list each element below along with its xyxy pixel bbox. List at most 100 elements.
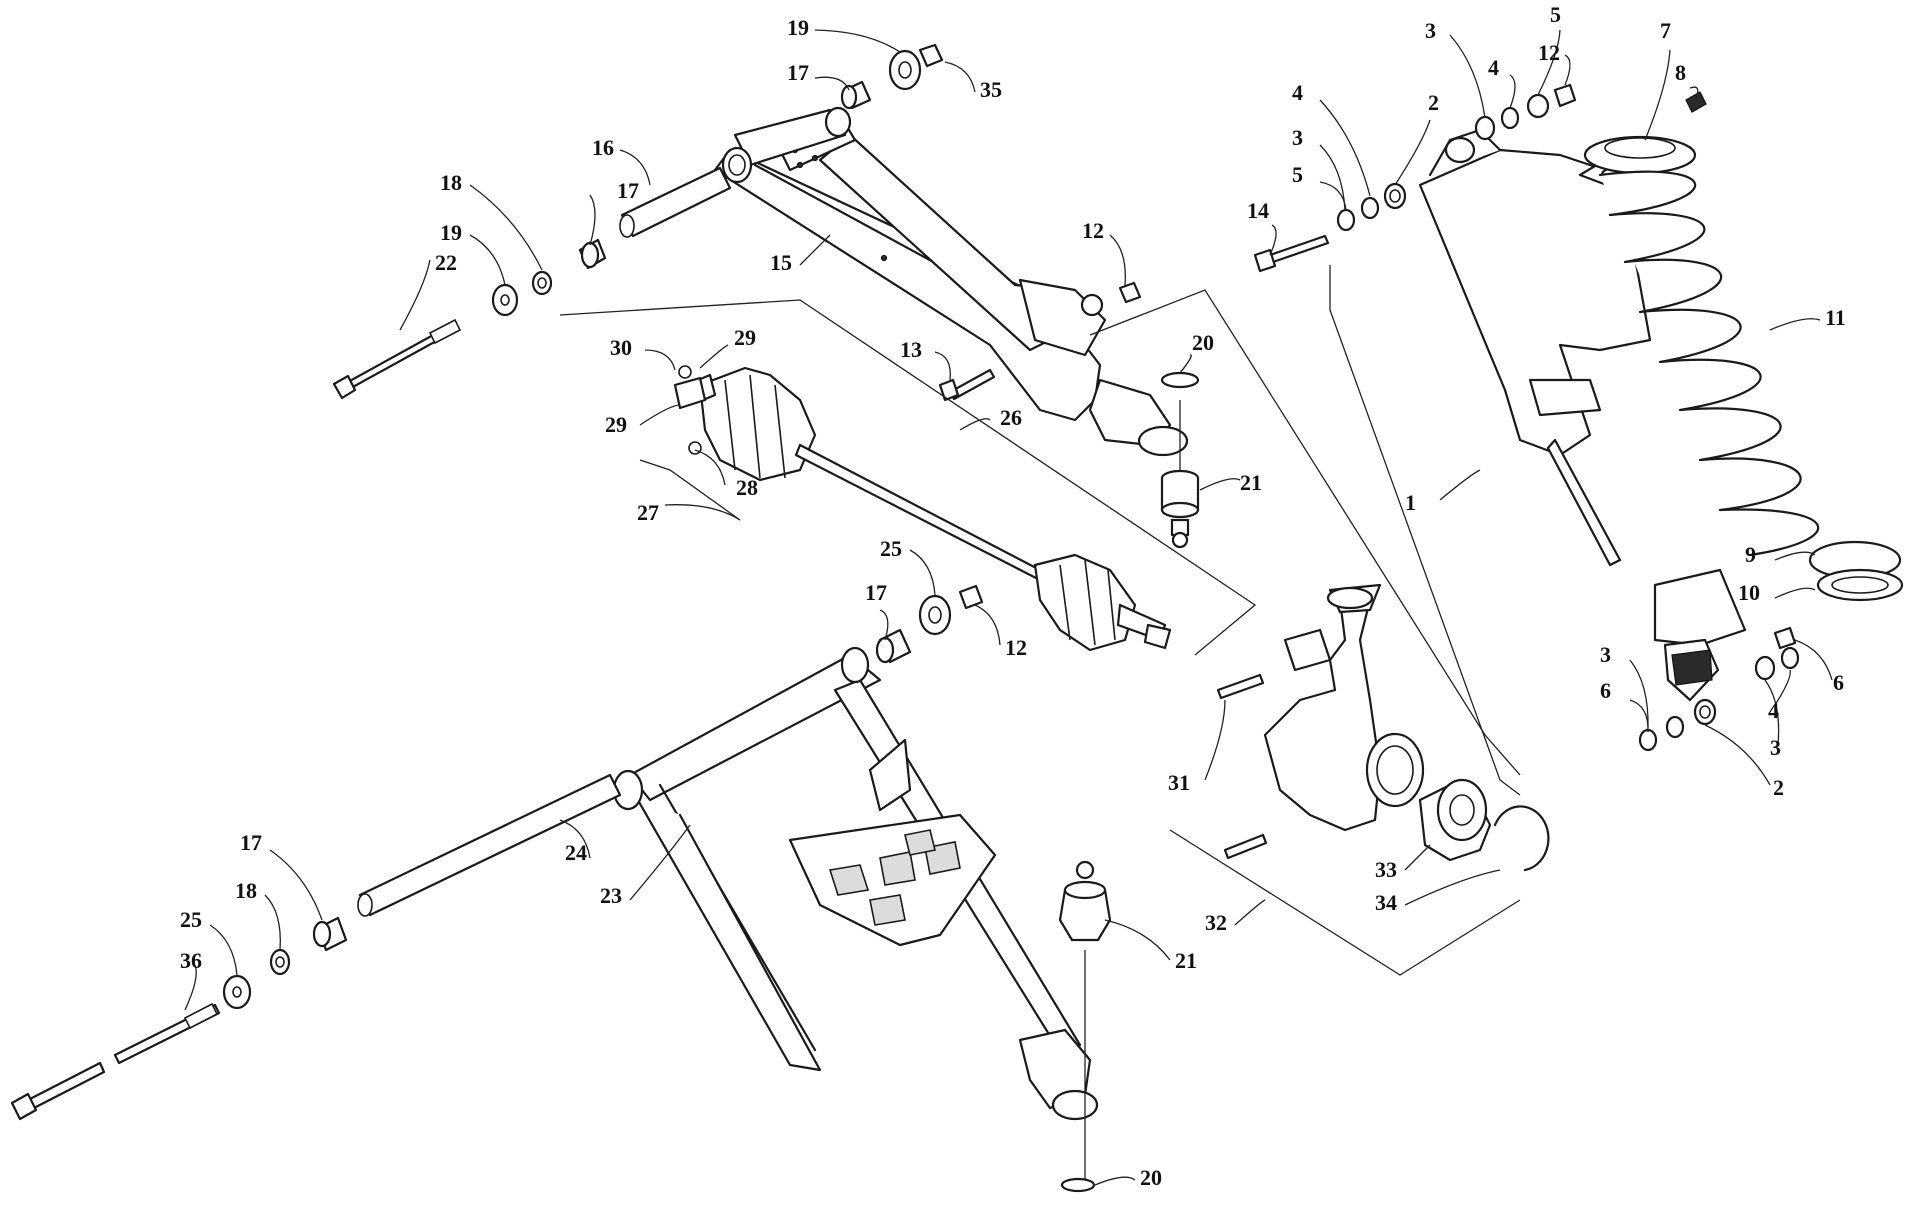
callout-leader-c14	[1269, 224, 1277, 256]
callout-leader-c9	[1774, 551, 1816, 561]
upper-arm-nut	[1118, 281, 1142, 304]
callout-c3c: 3	[1600, 642, 1611, 667]
callout-c17d: 17	[240, 830, 262, 855]
upper-ball-joint	[1160, 469, 1200, 549]
callout-c3a: 3	[1425, 18, 1436, 43]
callout-c17a: 17	[787, 60, 809, 85]
callout-c21a: 21	[1240, 470, 1262, 495]
callout-c10: 10	[1738, 580, 1760, 605]
callout-c27: 27	[637, 500, 659, 525]
upper-front-bushings	[840, 43, 944, 110]
snap-ring	[1493, 805, 1550, 872]
callout-leader-c19b	[469, 234, 506, 286]
lower-pivot-tube	[357, 773, 622, 917]
upper-rear-bushings	[491, 238, 607, 317]
callout-leader-c11	[1769, 318, 1821, 331]
cv-axle	[673, 365, 1172, 652]
callout-c31: 31	[1168, 770, 1190, 795]
callout-leader-c17c	[879, 609, 889, 641]
callout-leader-c21b	[1104, 919, 1171, 961]
callout-leader-c3a	[1449, 34, 1486, 119]
callout-c26: 26	[1000, 405, 1022, 430]
callout-c14: 14	[1247, 198, 1269, 223]
callout-leader-c12c	[974, 604, 1001, 646]
leader-lines	[559, 265, 1521, 1180]
callout-c34: 34	[1375, 890, 1397, 915]
shock-absorber	[1418, 128, 1747, 702]
upper-a-arm	[713, 106, 1189, 457]
lower-bolt	[10, 1002, 221, 1121]
callout-c13: 13	[900, 337, 922, 362]
callout-leader-c4b	[1319, 99, 1371, 197]
spring-retainer-upper	[1583, 91, 1707, 175]
callout-c18a: 18	[440, 170, 462, 195]
callout-c22: 22	[435, 250, 457, 275]
callout-leader-c23	[629, 824, 691, 901]
spring-retainer-lower	[1808, 540, 1904, 602]
callout-leader-c18a	[469, 184, 543, 271]
callout-c24: 24	[565, 840, 587, 865]
callout-leader-c16	[619, 149, 651, 186]
steering-knuckle	[1263, 583, 1425, 832]
callout-leader-c5b	[1319, 181, 1347, 211]
callout-c2a: 2	[1428, 90, 1439, 115]
callout-leader-c36	[184, 964, 197, 1011]
callout-c7: 7	[1660, 18, 1671, 43]
callout-c12b: 12	[1082, 218, 1104, 243]
callout-leader-c6a	[1629, 699, 1649, 733]
callout-leader-c2b	[1704, 724, 1771, 786]
callout-c6a: 6	[1600, 678, 1611, 703]
callout-leader-c24	[559, 819, 591, 859]
callout-c18b: 18	[235, 878, 257, 903]
callout-c17b: 17	[617, 178, 639, 203]
callout-c4b: 4	[1292, 80, 1303, 105]
callout-leader-c20a	[1179, 354, 1192, 374]
callout-c21b: 21	[1175, 948, 1197, 973]
callout-c28: 28	[736, 475, 758, 500]
callout-c3d: 3	[1770, 735, 1781, 760]
callout-c35: 35	[980, 77, 1002, 102]
callout-leader-c33	[1404, 844, 1431, 871]
callout-leader-c1	[1439, 469, 1481, 501]
lower-ball-joint	[1058, 860, 1112, 942]
callout-leader-c6b	[1794, 639, 1833, 681]
callout-leader-c5a	[1537, 29, 1561, 96]
callout-leader-c25b	[209, 924, 238, 976]
callout-leader-c7	[1644, 49, 1671, 141]
callout-c17c: 17	[865, 580, 887, 605]
callout-c29a: 29	[734, 325, 756, 350]
callout-c36: 36	[180, 948, 202, 973]
callout-c29b: 29	[605, 412, 627, 437]
callout-leader-c25a	[909, 549, 936, 596]
callout-leader-c21a	[1199, 478, 1241, 491]
lower-rear-bushings	[222, 916, 348, 1010]
callout-leader-c17a	[814, 76, 850, 91]
callout-c4a: 4	[1488, 55, 1499, 80]
lower-front-bushings	[875, 584, 984, 664]
callout-c3b: 3	[1292, 125, 1303, 150]
callout-leader-c4c	[1774, 669, 1791, 706]
callout-leader-c3c	[1629, 659, 1649, 729]
callout-c2b: 2	[1773, 775, 1784, 800]
callout-leader-c28	[694, 449, 726, 486]
wheel-bearing	[1418, 778, 1492, 862]
callout-leader-c4a	[1509, 74, 1516, 109]
callout-c33: 33	[1375, 857, 1397, 882]
callout-leader-c26	[959, 418, 991, 431]
shock-lower-hardware	[1638, 626, 1800, 752]
callout-leader-c13	[934, 351, 951, 381]
callout-c23: 23	[600, 883, 622, 908]
callout-c5b: 5	[1292, 162, 1303, 187]
callout-leader-c31	[1204, 699, 1226, 781]
callout-leader-c10	[1774, 587, 1816, 599]
callout-c19a: 19	[787, 15, 809, 40]
callout-c25a: 25	[880, 536, 902, 561]
callout-leader-c29a	[699, 344, 729, 369]
callout-c20a: 20	[1192, 330, 1214, 355]
callout-c6b: 6	[1833, 670, 1844, 695]
callout-leader-c3b	[1319, 144, 1346, 211]
callout-c20b: 20	[1140, 1165, 1162, 1190]
callout-c30: 30	[610, 335, 632, 360]
callout-c12a: 12	[1538, 40, 1560, 65]
